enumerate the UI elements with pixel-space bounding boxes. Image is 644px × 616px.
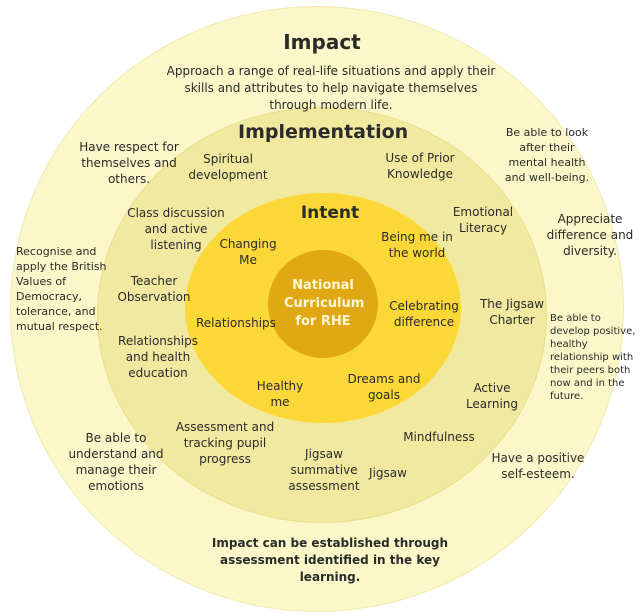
intent-item-changing-me: Changing Me (219, 237, 277, 267)
intent-item-relationships: Relationships (196, 316, 276, 330)
implementation-item-jigsaw-charter: The Jigsaw Charter (479, 297, 545, 327)
implementation-item-prior-knowledge: Use of Prior Knowledge (385, 151, 455, 181)
implementation-item-jigsaw-summative: Jigsaw summative assessment (288, 447, 360, 493)
implementation-title: Implementation (238, 121, 409, 143)
implementation-item-jigsaw: Jigsaw (369, 466, 407, 480)
impact-item-respect: Have respect for themselves and others. (79, 140, 179, 186)
core-circle (268, 250, 378, 358)
intent-item-healthy-me: Healthy me (256, 379, 304, 409)
intent-title: Intent (300, 203, 360, 223)
impact-subtitle: Approach a range of real-life situations… (166, 64, 496, 112)
intent-item-celebrating-difference: Celebrating difference (389, 299, 459, 329)
impact-item-mental-health: Be able to look after their mental healt… (504, 126, 590, 184)
implementation-item-mindfulness: Mindfulness (403, 430, 475, 444)
core-label: National Curriculum for RHE (284, 278, 365, 329)
implementation-item-class-discussion: Class discussion and active listening (127, 206, 225, 252)
implementation-item-teacher-observation: Teacher Observation (117, 274, 191, 304)
impact-item-diversity: Appreciate difference and diversity. (546, 212, 634, 258)
implementation-item-relationships-health: Relationships and health education (118, 334, 198, 380)
impact-item-emotions: Be able to understand and manage their e… (68, 431, 164, 493)
implementation-item-assessment-tracking: Assessment and tracking pupil progress (175, 420, 275, 466)
impact-item-positive-relationships: Be able to develop positive, healthy rel… (550, 313, 636, 402)
impact-footer: Impact can be established through assess… (211, 536, 449, 584)
intent-item-being-me: Being me in the world (381, 230, 453, 260)
implementation-item-active-learning: Active Learning (465, 381, 519, 411)
implementation-item-spiritual: Spiritual development (188, 152, 268, 182)
implementation-item-emotional-literacy: Emotional Literacy (452, 205, 514, 235)
impact-title: Impact (283, 30, 361, 54)
impact-item-self-esteem: Have a positive self-esteem. (491, 451, 585, 481)
intent-item-dreams-goals: Dreams and goals (347, 372, 421, 402)
impact-item-british-values: Recognise and apply the British Values o… (16, 245, 107, 333)
